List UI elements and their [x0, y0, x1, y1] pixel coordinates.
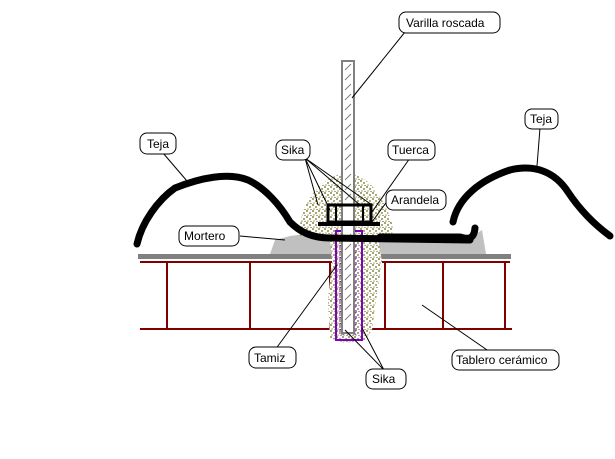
svg-text:Arandela: Arandela: [391, 193, 439, 207]
label-teja-left: Teja: [139, 132, 177, 155]
label-tamiz: Tamiz: [248, 346, 297, 369]
svg-text:Sika: Sika: [372, 372, 396, 386]
svg-text:Tablero cerámico: Tablero cerámico: [456, 353, 548, 367]
slab-top-line: [138, 254, 511, 259]
label-tablero-ceramico: Tablero cerámico: [451, 349, 560, 371]
svg-text:Tuerca: Tuerca: [392, 143, 429, 157]
label-arandela: Arandela: [385, 189, 447, 211]
tile-left: [133, 172, 474, 248]
label-teja-right: Teja: [524, 108, 559, 130]
leader-lines: [162, 31, 541, 371]
svg-text:Mortero: Mortero: [184, 229, 226, 243]
svg-text:Tamiz: Tamiz: [254, 351, 285, 365]
tile-middle-tail: [376, 224, 479, 242]
label-sika-top: Sika: [275, 139, 311, 161]
ceramic-slab: [140, 261, 512, 330]
svg-text:Teja: Teja: [530, 112, 552, 126]
washer: [318, 222, 380, 226]
label-tuerca: Tuerca: [387, 139, 436, 161]
label-sika-bottom: Sika: [365, 368, 407, 390]
label-mortero: Mortero: [178, 225, 240, 247]
svg-text:Varilla roscada: Varilla roscada: [406, 16, 485, 30]
label-varilla-roscada: Varilla roscada: [398, 11, 501, 34]
svg-text:Teja: Teja: [147, 137, 169, 151]
tile-right: [449, 164, 614, 240]
threaded-rod: [341, 60, 355, 334]
svg-text:Sika: Sika: [281, 143, 305, 157]
